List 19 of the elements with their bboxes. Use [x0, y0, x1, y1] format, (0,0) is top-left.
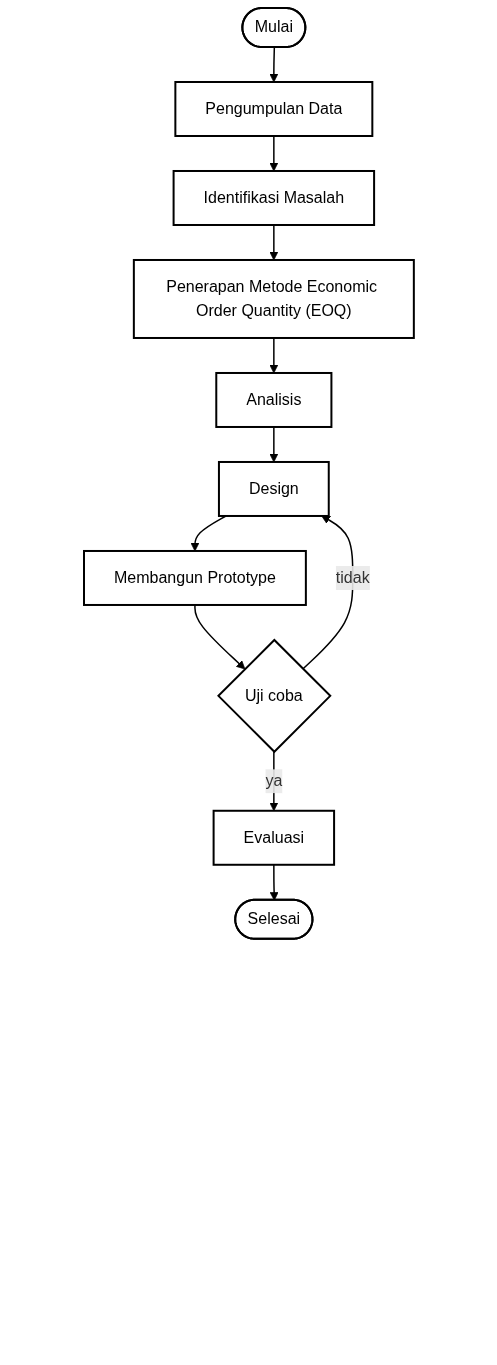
- node-box: Design: [217, 461, 330, 517]
- arrow: [190, 515, 227, 552]
- node-box: Penerapan Metode Economic Order Quantity (EOQ): [132, 259, 415, 339]
- arrow: [269, 864, 279, 901]
- node-box: Pengumpulan Data: [173, 81, 373, 137]
- node-diamond: Uji coba: [216, 638, 332, 754]
- arrow: [269, 751, 278, 812]
- node-box: Evaluasi: [212, 809, 335, 866]
- arrow: [269, 135, 278, 172]
- arrow: [269, 426, 278, 463]
- arrow: [269, 337, 278, 374]
- node-box: Membangun Prototype: [82, 549, 307, 606]
- node-box: Analisis: [214, 372, 332, 428]
- arrow: [269, 224, 278, 261]
- edge-label: tidak: [335, 568, 370, 586]
- node-box: Identifikasi Masalah: [172, 170, 375, 226]
- arrow: [269, 46, 278, 83]
- arrow: [193, 604, 245, 670]
- edge-label: ya: [264, 772, 282, 790]
